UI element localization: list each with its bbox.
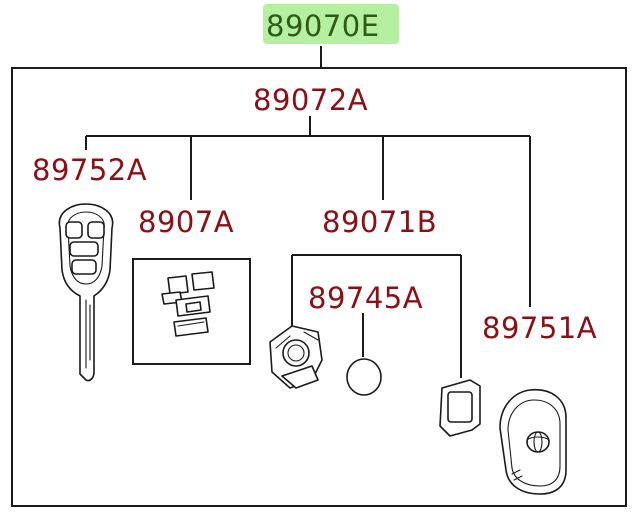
part-label-button-set[interactable]: 8907A	[138, 205, 234, 239]
part-label-key-blade[interactable]: 89752A	[32, 153, 147, 187]
battery-drawing	[346, 358, 382, 396]
key-blade-drawing	[58, 203, 114, 382]
key-head-drawing	[499, 389, 567, 495]
part-label-main-set[interactable]: 89072A	[253, 83, 368, 117]
button-set-drawing	[161, 271, 215, 337]
button-set-box	[132, 258, 251, 365]
part-label-transmitter-set[interactable]: 89071B	[322, 205, 437, 239]
assembly-frame	[11, 67, 627, 507]
transmitter-case-drawing	[269, 325, 323, 389]
assembly-label-highlight	[263, 4, 399, 44]
part-label-battery[interactable]: 89745A	[308, 281, 423, 315]
assembly-label[interactable]: 89070E	[266, 9, 380, 43]
part-label-key-head[interactable]: 89751A	[482, 311, 597, 345]
transmitter-cover-drawing	[439, 379, 481, 437]
